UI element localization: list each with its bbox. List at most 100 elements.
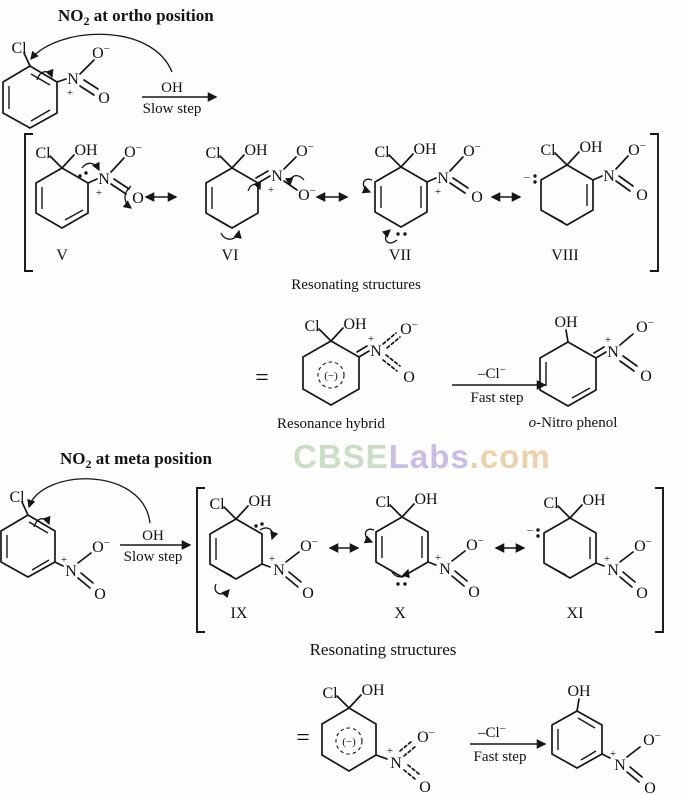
plus-charge: + — [610, 748, 616, 760]
atom-label-o-minus: O− — [643, 730, 661, 749]
plus-charge: + — [604, 553, 610, 565]
leaving-group-label: –Cl− — [477, 723, 506, 741]
ring — [205, 167, 259, 229]
atom-label-oh: OH — [582, 492, 606, 509]
heading-meta: NO2 at meta position — [60, 449, 212, 471]
product-m-nitrophenol: OH N + O− O — [551, 683, 661, 795]
atom-label-o: O — [471, 189, 483, 206]
watermark: CBSELabs.com — [293, 438, 551, 475]
lone-pair-dot — [84, 171, 88, 175]
structure-vii: Cl OH N + O− O VII — [361, 141, 483, 264]
lone-pair-dot — [396, 232, 400, 236]
structure-label: VI — [222, 247, 239, 264]
ring — [321, 707, 377, 772]
reagent-label: OH — [142, 528, 164, 544]
atom-label-o-minus: O− — [296, 141, 314, 160]
curved-arrow-oh-attack — [27, 478, 151, 524]
equivalence-sign: = — [296, 725, 310, 751]
plus-charge: + — [435, 186, 441, 198]
plus-charge: + — [387, 745, 393, 757]
atom-label-o: O — [640, 368, 652, 385]
slow-step-arrow-2: OH Slow step — [120, 528, 192, 565]
curved-arrow — [285, 175, 305, 187]
atom-label-oh: OH — [567, 683, 591, 700]
atom-label-n: N — [98, 171, 110, 188]
caption-resonating-structures-1: Resonating structures — [291, 277, 421, 293]
curved-arrow-ipso — [36, 68, 54, 81]
atom-label-cl: Cl — [375, 494, 391, 511]
atom-label-o: O — [636, 585, 648, 602]
equivalence-sign: = — [255, 365, 269, 391]
step-label: Slow step — [124, 549, 183, 565]
atom-label-o-minus: O− — [400, 319, 418, 338]
reactant-meta-chloronitrobenzene: Cl N + O− O — [0, 478, 151, 603]
benzene-ring — [0, 514, 56, 578]
atom-label-cl: Cl — [374, 144, 390, 161]
atom-label-o: O — [636, 187, 648, 204]
watermark-com: .com — [470, 438, 551, 475]
structure-label: X — [394, 605, 406, 622]
atom-label-n: N — [439, 561, 451, 578]
atom-label-oh: OH — [74, 142, 98, 159]
structure-ix: Cl OH N + O− O IX — [209, 493, 318, 622]
lone-pair-dot — [403, 232, 407, 236]
lone-pair-dot — [533, 174, 537, 178]
atom-label-oh: OH — [343, 316, 367, 333]
plus-charge: + — [368, 333, 374, 345]
plus-charge: + — [67, 87, 73, 99]
atom-label-o-minus: O− — [634, 536, 652, 555]
atom-label-cl: Cl — [543, 495, 559, 512]
leaving-group-label: –Cl− — [477, 364, 506, 382]
structure-v: Cl OH N + O− O V — [35, 142, 144, 264]
atom-label-o-minus: O− — [628, 140, 646, 159]
structure-label: VII — [389, 247, 411, 264]
step-label: Slow step — [143, 101, 202, 117]
plus-charge: + — [61, 554, 67, 566]
delocalized-charge-circle — [335, 727, 363, 755]
caption-o-nitro-phenol: o-Nitro phenol — [529, 415, 618, 431]
plus-charge: + — [269, 553, 275, 565]
curved-arrow — [220, 229, 242, 240]
atom-label-o-minus: O− — [417, 727, 435, 746]
lone-pair-dot — [260, 522, 264, 526]
structure-label: XI — [567, 605, 584, 622]
atom-label-n: N — [437, 170, 449, 187]
structure-x: Cl OH N + O− O X — [363, 491, 484, 622]
atom-label-o-minus: O− — [124, 142, 142, 161]
bonds — [214, 505, 302, 588]
atom-label-n: N — [67, 71, 79, 88]
bonds — [41, 154, 130, 221]
minus-charge: – — [526, 524, 533, 536]
ring — [209, 518, 263, 580]
bonds — [8, 52, 99, 122]
atom-label-n: N — [603, 168, 615, 185]
atom-label-o-minus: O− — [92, 43, 110, 62]
paren-minus: (−) — [324, 370, 338, 382]
fast-step-arrow-2: –Cl− Fast step — [470, 723, 547, 765]
ring — [374, 166, 428, 228]
ring — [551, 710, 603, 769]
ring — [375, 516, 429, 578]
curved-arrow — [122, 185, 133, 209]
plus-charge: + — [268, 184, 274, 196]
lone-pair-dot — [254, 524, 258, 528]
bracket-right-1 — [650, 133, 659, 272]
bonds — [548, 504, 636, 588]
bonds — [545, 329, 638, 399]
lone-pair-dot — [78, 174, 82, 178]
atom-label-o: O — [419, 779, 431, 795]
bonds — [545, 151, 634, 223]
ring — [540, 164, 594, 226]
atom-label-n: N — [607, 344, 619, 361]
curved-arrow — [363, 528, 375, 544]
structure-viii: Cl OH N O− O – VIII — [523, 139, 648, 264]
caption-resonating-structures-2: Resonating structures — [310, 640, 457, 659]
fast-step-arrow-1: –Cl− Fast step — [452, 364, 547, 406]
plus-charge: + — [96, 187, 102, 199]
atom-label-oh: OH — [554, 314, 578, 331]
bonds — [557, 698, 643, 783]
paren-minus: (−) — [342, 736, 356, 748]
atom-label-oh: OH — [244, 142, 268, 159]
atom-label-o: O — [94, 586, 106, 603]
atom-label-n: N — [614, 757, 626, 774]
